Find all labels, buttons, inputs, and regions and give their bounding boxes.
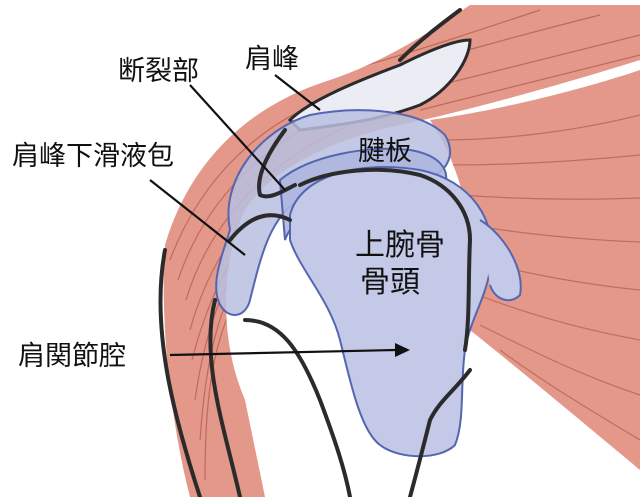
joint-outlines: [158, 8, 472, 497]
leader-acromion: [274, 74, 321, 111]
label-subacromial-bursa: 肩峰下滑液包: [12, 141, 174, 172]
label-joint-cavity: 肩関節腔: [18, 341, 126, 372]
leader-lines: [149, 74, 410, 357]
leader-joint-cavity: [169, 348, 396, 357]
right-muscle: [430, 70, 640, 470]
leader-subacromial-bursa: [149, 179, 246, 256]
label-acromion: 肩峰: [245, 44, 299, 75]
leader-joint-cavity-arrowhead: [395, 343, 410, 357]
leader-tear-site: [189, 84, 286, 191]
humeral-head: [289, 166, 522, 458]
label-tear-site: 断裂部: [118, 56, 199, 87]
label-humeral-head-line1: 上腕骨: [355, 228, 445, 263]
label-tendon-plate: 腱板: [358, 136, 412, 167]
label-humeral-head-line2: 骨頭: [360, 265, 420, 300]
